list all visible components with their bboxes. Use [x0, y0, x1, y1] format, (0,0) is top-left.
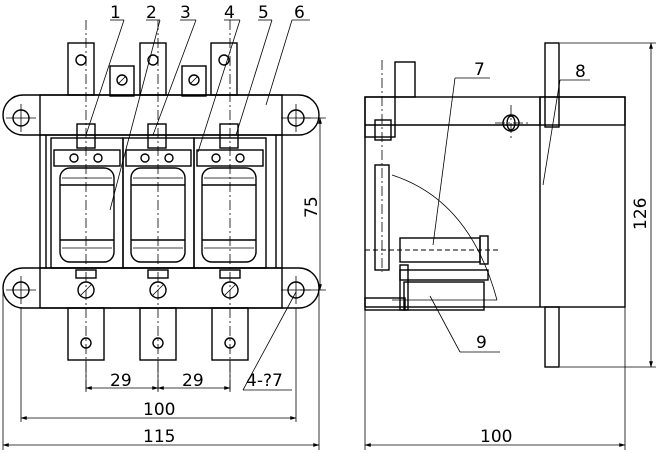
dim-side-height: 126: [631, 198, 651, 230]
callout-5: 5: [258, 3, 269, 23]
callout-7: 7: [474, 60, 485, 80]
callout-8: 8: [575, 62, 586, 82]
dim-overall-width: 115: [143, 427, 175, 447]
upper-terminals: [67, 42, 238, 97]
side-view: 7 8 9 126 100: [364, 42, 656, 450]
callout-9: 9: [476, 333, 487, 353]
dim-pitch-left: 29: [110, 371, 132, 391]
dim-pitch-right: 29: [182, 371, 204, 391]
pole-1: [50, 20, 124, 390]
top-mounting-bar: [2, 94, 320, 136]
dim-hole-spacing: 100: [143, 400, 175, 420]
callout-1: 1: [110, 3, 121, 23]
bottom-mounting-bar: [2, 267, 320, 309]
front-dimensions: 75 29 29 4-?7 100 115: [2, 117, 326, 450]
callout-2: 2: [146, 3, 157, 23]
front-callouts: 1 2 3 4 5 6: [85, 3, 310, 211]
callout-4: 4: [224, 3, 235, 23]
pole-2: [122, 20, 195, 390]
side-callouts: 7 8 9: [429, 60, 590, 353]
callout-6: 6: [294, 3, 305, 23]
side-dimensions: 126 100: [364, 42, 656, 450]
front-view: 1 2 3 4 5 6 75 29 29 4-?7: [2, 3, 326, 450]
dim-hole-vertical: 75: [302, 196, 322, 218]
callout-3: 3: [180, 3, 191, 23]
pole-3: [193, 20, 267, 390]
dim-side-width: 100: [480, 427, 512, 447]
dim-mount-holes: 4-?7: [246, 371, 283, 391]
